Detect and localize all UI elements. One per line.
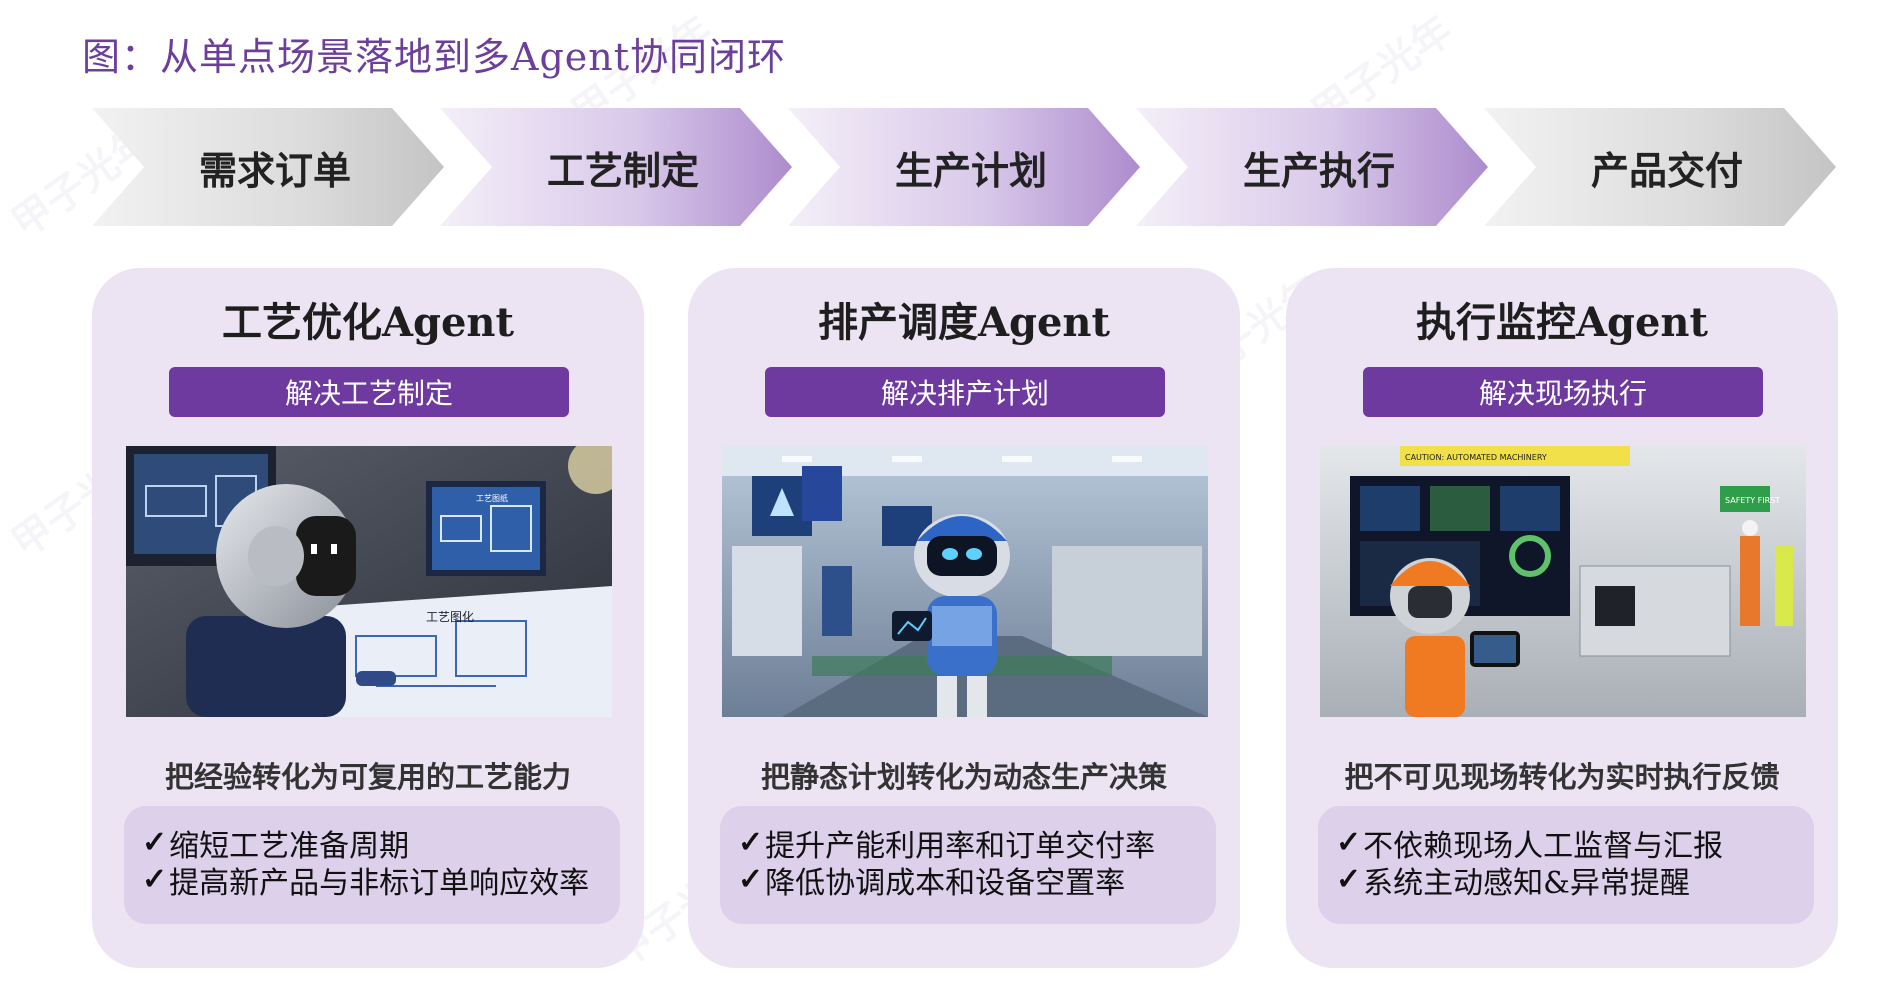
card-title: 工艺优化Agent	[221, 299, 514, 346]
card-badge: 解决现场执行	[1363, 367, 1763, 417]
benefit-item: ✓提高新产品与非标订单响应效率	[142, 861, 620, 901]
benefit-item: ✓降低协调成本和设备空置率	[738, 861, 1216, 901]
flow-step-production-execution: 生产执行	[1136, 108, 1488, 226]
benefit-text: 降低协调成本和设备空置率	[765, 865, 1126, 901]
flow-step-label: 产品交付	[1590, 147, 1743, 193]
card-badge: 解决工艺制定	[169, 367, 569, 417]
check-icon: ✓	[1336, 825, 1362, 860]
flow-step-label: 需求订单	[198, 147, 351, 193]
flow-step-process-design: 工艺制定	[440, 108, 792, 226]
blueprint-title: 工艺图化	[426, 610, 474, 624]
process-flow: 需求订单 工艺制定 生产计划 生产执行 产品交付	[92, 108, 1840, 226]
benefit-item: ✓不依赖现场人工监督与汇报	[1336, 824, 1814, 864]
robot-site-monitor-icon: CAUTION: AUTOMATED MACHINERY SAFETY FIRS…	[1320, 446, 1806, 717]
check-icon: ✓	[738, 862, 764, 897]
agent-card-execution-monitor: 执行监控Agent 解决现场执行 CAUTION: AUTOMATED MACH…	[1286, 268, 1838, 968]
check-icon: ✓	[142, 862, 168, 897]
robot-monitor-image: CAUTION: AUTOMATED MACHINERY SAFETY FIRS…	[1320, 446, 1806, 717]
card-benefits: ✓缩短工艺准备周期 ✓提高新产品与非标订单响应效率	[124, 806, 620, 924]
benefit-item: ✓缩短工艺准备周期	[142, 824, 620, 864]
card-summary: 把经验转化为可复用的工艺能力	[164, 760, 571, 794]
flow-step-label: 生产计划	[894, 147, 1047, 193]
flow-step-demand-order: 需求订单	[92, 108, 444, 226]
screen-label: 工艺图纸	[476, 493, 508, 503]
flow-step-label: 工艺制定	[546, 147, 699, 193]
card-benefits: ✓不依赖现场人工监督与汇报 ✓系统主动感知&异常提醒	[1318, 806, 1814, 924]
benefit-text: 不依赖现场人工监督与汇报	[1363, 828, 1724, 864]
card-summary: 把不可见现场转化为实时执行反馈	[1344, 760, 1780, 794]
agent-card-scheduling: 排产调度Agent 解决排产计划	[688, 268, 1240, 968]
card-summary: 把静态计划转化为动态生产决策	[760, 760, 1167, 794]
flow-step-product-delivery: 产品交付	[1484, 108, 1836, 226]
benefit-item: ✓提升产能利用率和订单交付率	[738, 824, 1216, 864]
check-icon: ✓	[142, 825, 168, 860]
check-icon: ✓	[738, 825, 764, 860]
card-badge: 解决排产计划	[765, 367, 1165, 417]
flow-step-label: 生产执行	[1242, 147, 1395, 193]
benefit-text: 缩短工艺准备周期	[169, 828, 410, 864]
safety-sign: SAFETY FIRST	[1725, 496, 1780, 505]
robot-engineer-drafting-icon: 工艺图纸 工艺图化	[126, 446, 612, 717]
benefit-text: 提升产能利用率和订单交付率	[765, 828, 1156, 864]
card-benefits: ✓提升产能利用率和订单交付率 ✓降低协调成本和设备空置率	[720, 806, 1216, 924]
flow-step-production-plan: 生产计划	[788, 108, 1140, 226]
benefit-item: ✓系统主动感知&异常提醒	[1336, 861, 1814, 901]
robot-factory-scheduler-icon	[722, 446, 1208, 717]
agent-card-process-optimization: 工艺优化Agent 解决工艺制定 工艺图纸 工艺图化	[92, 268, 644, 968]
card-title: 执行监控Agent	[1415, 299, 1708, 346]
card-title: 排产调度Agent	[817, 299, 1110, 346]
benefit-text: 提高新产品与非标订单响应效率	[169, 865, 590, 901]
page-title: 图：从单点场景落地到多Agent协同闭环	[82, 35, 787, 79]
caution-sign: CAUTION: AUTOMATED MACHINERY	[1405, 453, 1547, 462]
robot-scheduler-image	[722, 446, 1208, 717]
check-icon: ✓	[1336, 862, 1362, 897]
benefit-text: 系统主动感知&异常提醒	[1363, 865, 1690, 901]
robot-engineer-image: 工艺图纸 工艺图化	[126, 446, 612, 717]
